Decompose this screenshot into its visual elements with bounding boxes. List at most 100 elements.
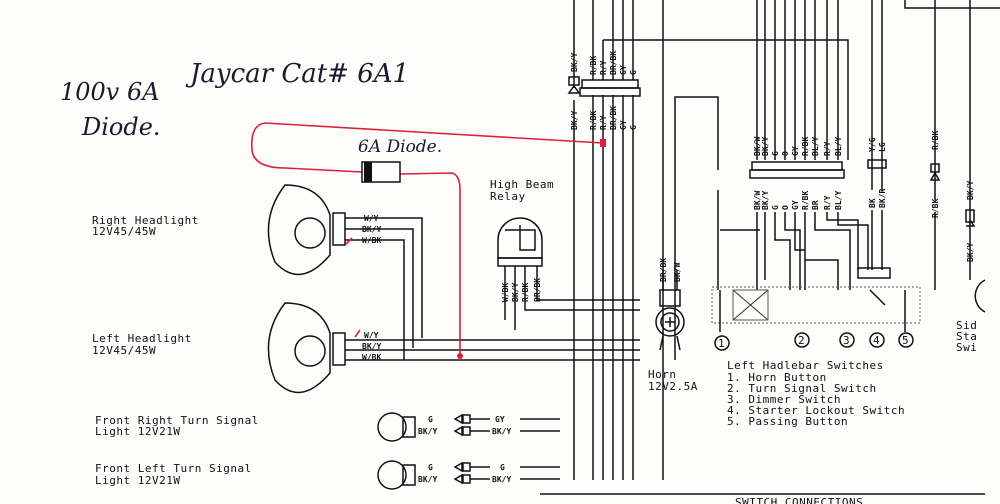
wire-label: W/BK <box>362 236 381 245</box>
wire-label: BL/Y <box>834 137 843 156</box>
wire-label: R/BK <box>521 283 530 302</box>
wire-label: G <box>500 463 505 472</box>
footer-title: SWITCH CONNECTIONS <box>735 496 863 504</box>
wire-label: BK/Y <box>362 342 381 351</box>
wire-label: BK/R <box>878 189 887 208</box>
left-turn-signal-rating: Light 12V21W <box>95 474 180 487</box>
wire-label: R/BK <box>589 111 598 130</box>
wire-label: R/Y <box>823 141 832 156</box>
side-stand-label: Swi <box>956 341 977 354</box>
wire-label: W/BK <box>501 283 510 302</box>
top-connector-labels: R/BK R/Y BR/BK GY G R/BK R/Y BR/BK GY G <box>589 51 638 130</box>
right-headlight-rating: 12V45/45W <box>92 225 156 238</box>
left-headlight-label: Left Headlight <box>92 332 192 345</box>
wire-label: G <box>428 463 433 472</box>
wire-label: O <box>781 205 790 210</box>
switch-number: 2 <box>798 334 805 347</box>
wire-label: R/BK <box>931 131 940 150</box>
wire-label: G <box>771 205 780 210</box>
switch-legend-title: Left Hadlebar Switches <box>727 359 884 372</box>
left-turn-signal-label: Front Left Turn Signal <box>95 462 252 475</box>
wire-label: BK/Y <box>570 111 579 130</box>
wire-label: R/BK <box>931 199 940 218</box>
wire-label: LG <box>878 142 887 152</box>
wire-label: R/BK <box>801 191 810 210</box>
wire-label: BK/W <box>753 137 762 156</box>
switch-number: 1 <box>718 337 725 350</box>
relay-label: High Beam <box>490 178 554 191</box>
wire-label: W/Y <box>364 214 379 223</box>
right-diode-icon <box>929 163 941 181</box>
right-connector <box>867 159 887 169</box>
wire-label: BL/Y <box>834 191 843 210</box>
side-stand-switch-icon <box>974 279 986 313</box>
wire-label: BK/Y <box>966 181 975 200</box>
wire-label: BK/Y <box>492 427 511 436</box>
wire-label: BR <box>811 200 820 210</box>
left-turn-signal-icon <box>377 460 560 490</box>
wire-label: BR/BK <box>609 51 618 75</box>
relay-label: Relay <box>490 190 526 203</box>
horn-rating: 12V2.5A <box>648 380 698 393</box>
wire-label: BR/BK <box>533 278 542 302</box>
wire-label: BK/W <box>753 191 762 210</box>
wire-label: BK/Y <box>362 225 381 234</box>
handwritten-jaycar: Jaycar Cat# 6A1 <box>185 59 409 89</box>
wire-label: W/BK <box>362 353 381 362</box>
relay-icon <box>497 217 640 330</box>
added-diode-wire <box>250 122 606 359</box>
switch-number: 4 <box>873 334 880 347</box>
right-headlight-icon <box>267 184 346 276</box>
switch-legend-item: 3. Dimmer Switch <box>727 393 841 406</box>
wire-label: BK/W <box>673 263 682 282</box>
wire-label: BK/Y <box>511 283 520 302</box>
wire-label: BK/Y <box>492 475 511 484</box>
wire-label: BK/Y <box>761 191 770 210</box>
wire-label: Y/G <box>868 137 877 152</box>
wire-label: BL/Y <box>811 137 820 156</box>
far-diode-icon <box>965 209 976 227</box>
switch-legend-item: 2. Turn Signal Switch <box>727 382 877 395</box>
mid-connector-labels: BK/W BK/Y G O GY R/BK BL/Y R/Y BL/Y BK/W… <box>753 137 843 210</box>
switch-numbers: 1 2 3 4 5 <box>714 332 914 351</box>
mid-connector <box>751 161 843 171</box>
wire-label: BR/BK <box>659 258 668 282</box>
handwritten-rating: 100v 6A <box>60 78 160 106</box>
wire-label: GY <box>619 65 628 75</box>
switch-legend-item: 1. Horn Button <box>727 371 827 384</box>
wire-label: BK/Y <box>761 137 770 156</box>
wire-label: BR/BK <box>609 106 618 130</box>
handlebar-switch-box <box>711 267 921 332</box>
right-turn-signal-label: Front Right Turn Signal <box>95 414 259 427</box>
horn-icon <box>655 270 685 351</box>
switch-legend: Left Hadlebar Switches 1. Horn Button 2.… <box>727 359 905 428</box>
top-connector-lower <box>579 87 641 97</box>
wire-label: G <box>629 70 638 75</box>
wire-label: W/Y <box>364 331 379 340</box>
wire-label: BK/Y <box>418 427 437 436</box>
mid-connector-lower <box>749 169 845 179</box>
wire-label: G <box>629 125 638 130</box>
top-diode-icon <box>567 76 581 94</box>
wire-label: BK/Y <box>570 53 579 72</box>
wire-label: BK <box>868 198 877 208</box>
handwritten-diode-label: 6A Diode. <box>358 137 442 157</box>
wire-label: G <box>428 415 433 424</box>
wire-label: G <box>771 151 780 156</box>
wire-label: GY <box>619 120 628 130</box>
side-stand-label: Sid <box>956 319 977 332</box>
top-connector <box>581 79 639 89</box>
horn-label: Horn <box>648 368 677 381</box>
wire-label: GY <box>495 415 505 424</box>
side-stand-label: Sta <box>956 330 977 343</box>
switch-number: 5 <box>902 334 909 347</box>
wire-label: BK/Y <box>966 243 975 262</box>
wire-label: R/Y <box>823 195 832 210</box>
wire-label: GY <box>791 146 800 156</box>
wire-label: GY <box>791 200 800 210</box>
switch-number: 3 <box>843 334 850 347</box>
handwritten-diode: Diode. <box>81 113 161 141</box>
left-headlight-rating: 12V45/45W <box>92 344 156 357</box>
